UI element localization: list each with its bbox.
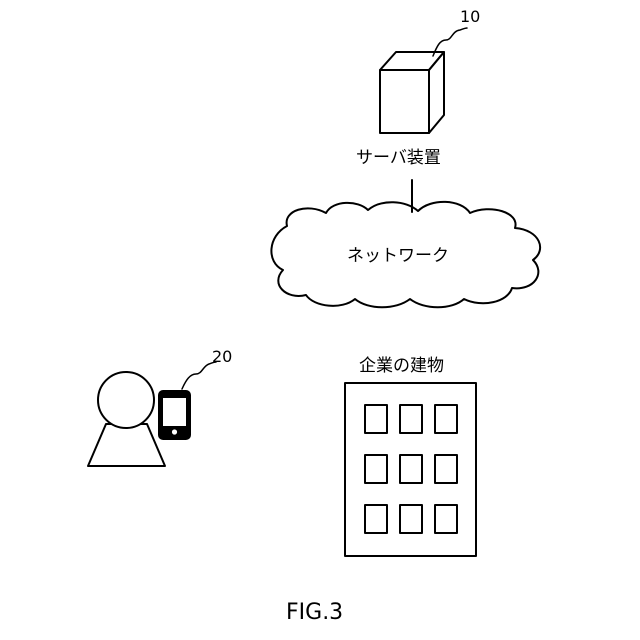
server-front-face <box>380 70 429 133</box>
building-window <box>365 455 387 483</box>
server-device <box>380 52 444 133</box>
company-building <box>345 383 476 556</box>
server-top-face <box>380 52 444 70</box>
user-head <box>98 372 154 428</box>
building-window <box>435 505 457 533</box>
server-label: サーバ装置 <box>356 150 441 167</box>
terminal-ref-number: 20 <box>212 349 232 365</box>
building-label: 企業の建物 <box>359 358 444 375</box>
building-window <box>365 505 387 533</box>
building-window <box>400 505 422 533</box>
building-window <box>435 455 457 483</box>
network-label: ネットワーク <box>347 248 449 265</box>
smartphone-home-button <box>172 429 177 434</box>
user-body <box>88 424 165 466</box>
figure-caption: FIG.3 <box>286 602 343 624</box>
building-window <box>400 405 422 433</box>
server-side-face <box>429 52 444 133</box>
smartphone <box>159 391 190 439</box>
building-window <box>365 405 387 433</box>
smartphone-screen <box>163 398 186 426</box>
server-ref-number: 10 <box>460 9 480 25</box>
user-person <box>88 372 165 466</box>
building-window <box>400 455 422 483</box>
building-window <box>435 405 457 433</box>
terminal-ref-leader <box>182 362 216 389</box>
